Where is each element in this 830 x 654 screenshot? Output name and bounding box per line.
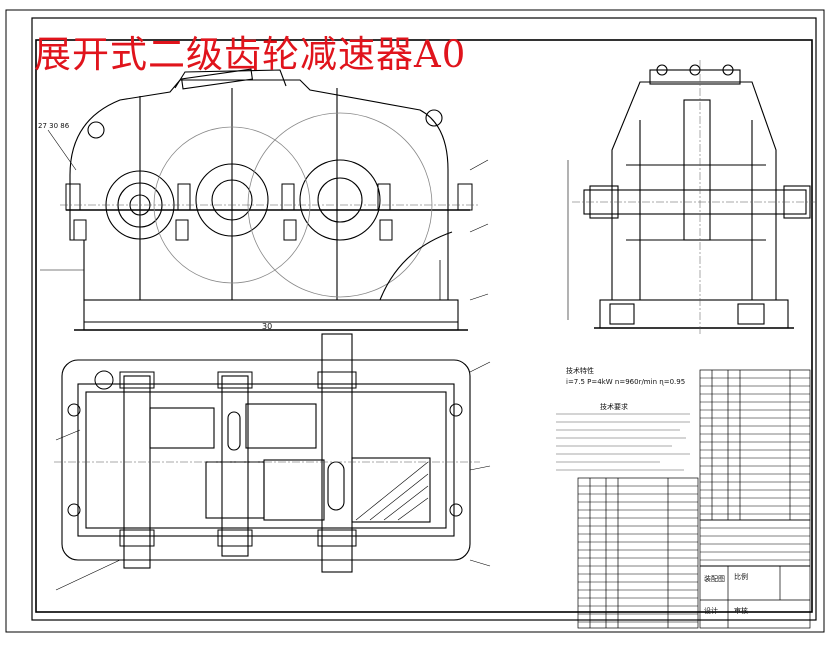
side-view xyxy=(567,60,816,334)
sheet-frame xyxy=(5,9,825,633)
spec-title: 技术特性 xyxy=(566,367,594,375)
parts-list xyxy=(577,369,811,629)
title-block-designer: 设计 xyxy=(704,607,718,615)
top-view xyxy=(54,333,491,591)
drawing-title: 展开式二级齿轮减速器A0 xyxy=(34,33,467,76)
requirements-lines xyxy=(556,413,690,471)
parts-list-rows xyxy=(578,377,810,623)
requirements-title: 技术要求 xyxy=(600,403,628,411)
title-block-checker: 审核 xyxy=(734,607,748,615)
title-block-scale: 比例 xyxy=(734,573,748,581)
title-block-drawing-type: 装配图 xyxy=(704,575,725,583)
spec-values: i=7.5 P=4kW n=960r/min ɳ=0.95 xyxy=(566,378,686,386)
front-view xyxy=(40,68,489,331)
front-view-callout: 27 30 86 xyxy=(38,122,70,130)
front-view-dimension: 30 xyxy=(262,322,273,331)
